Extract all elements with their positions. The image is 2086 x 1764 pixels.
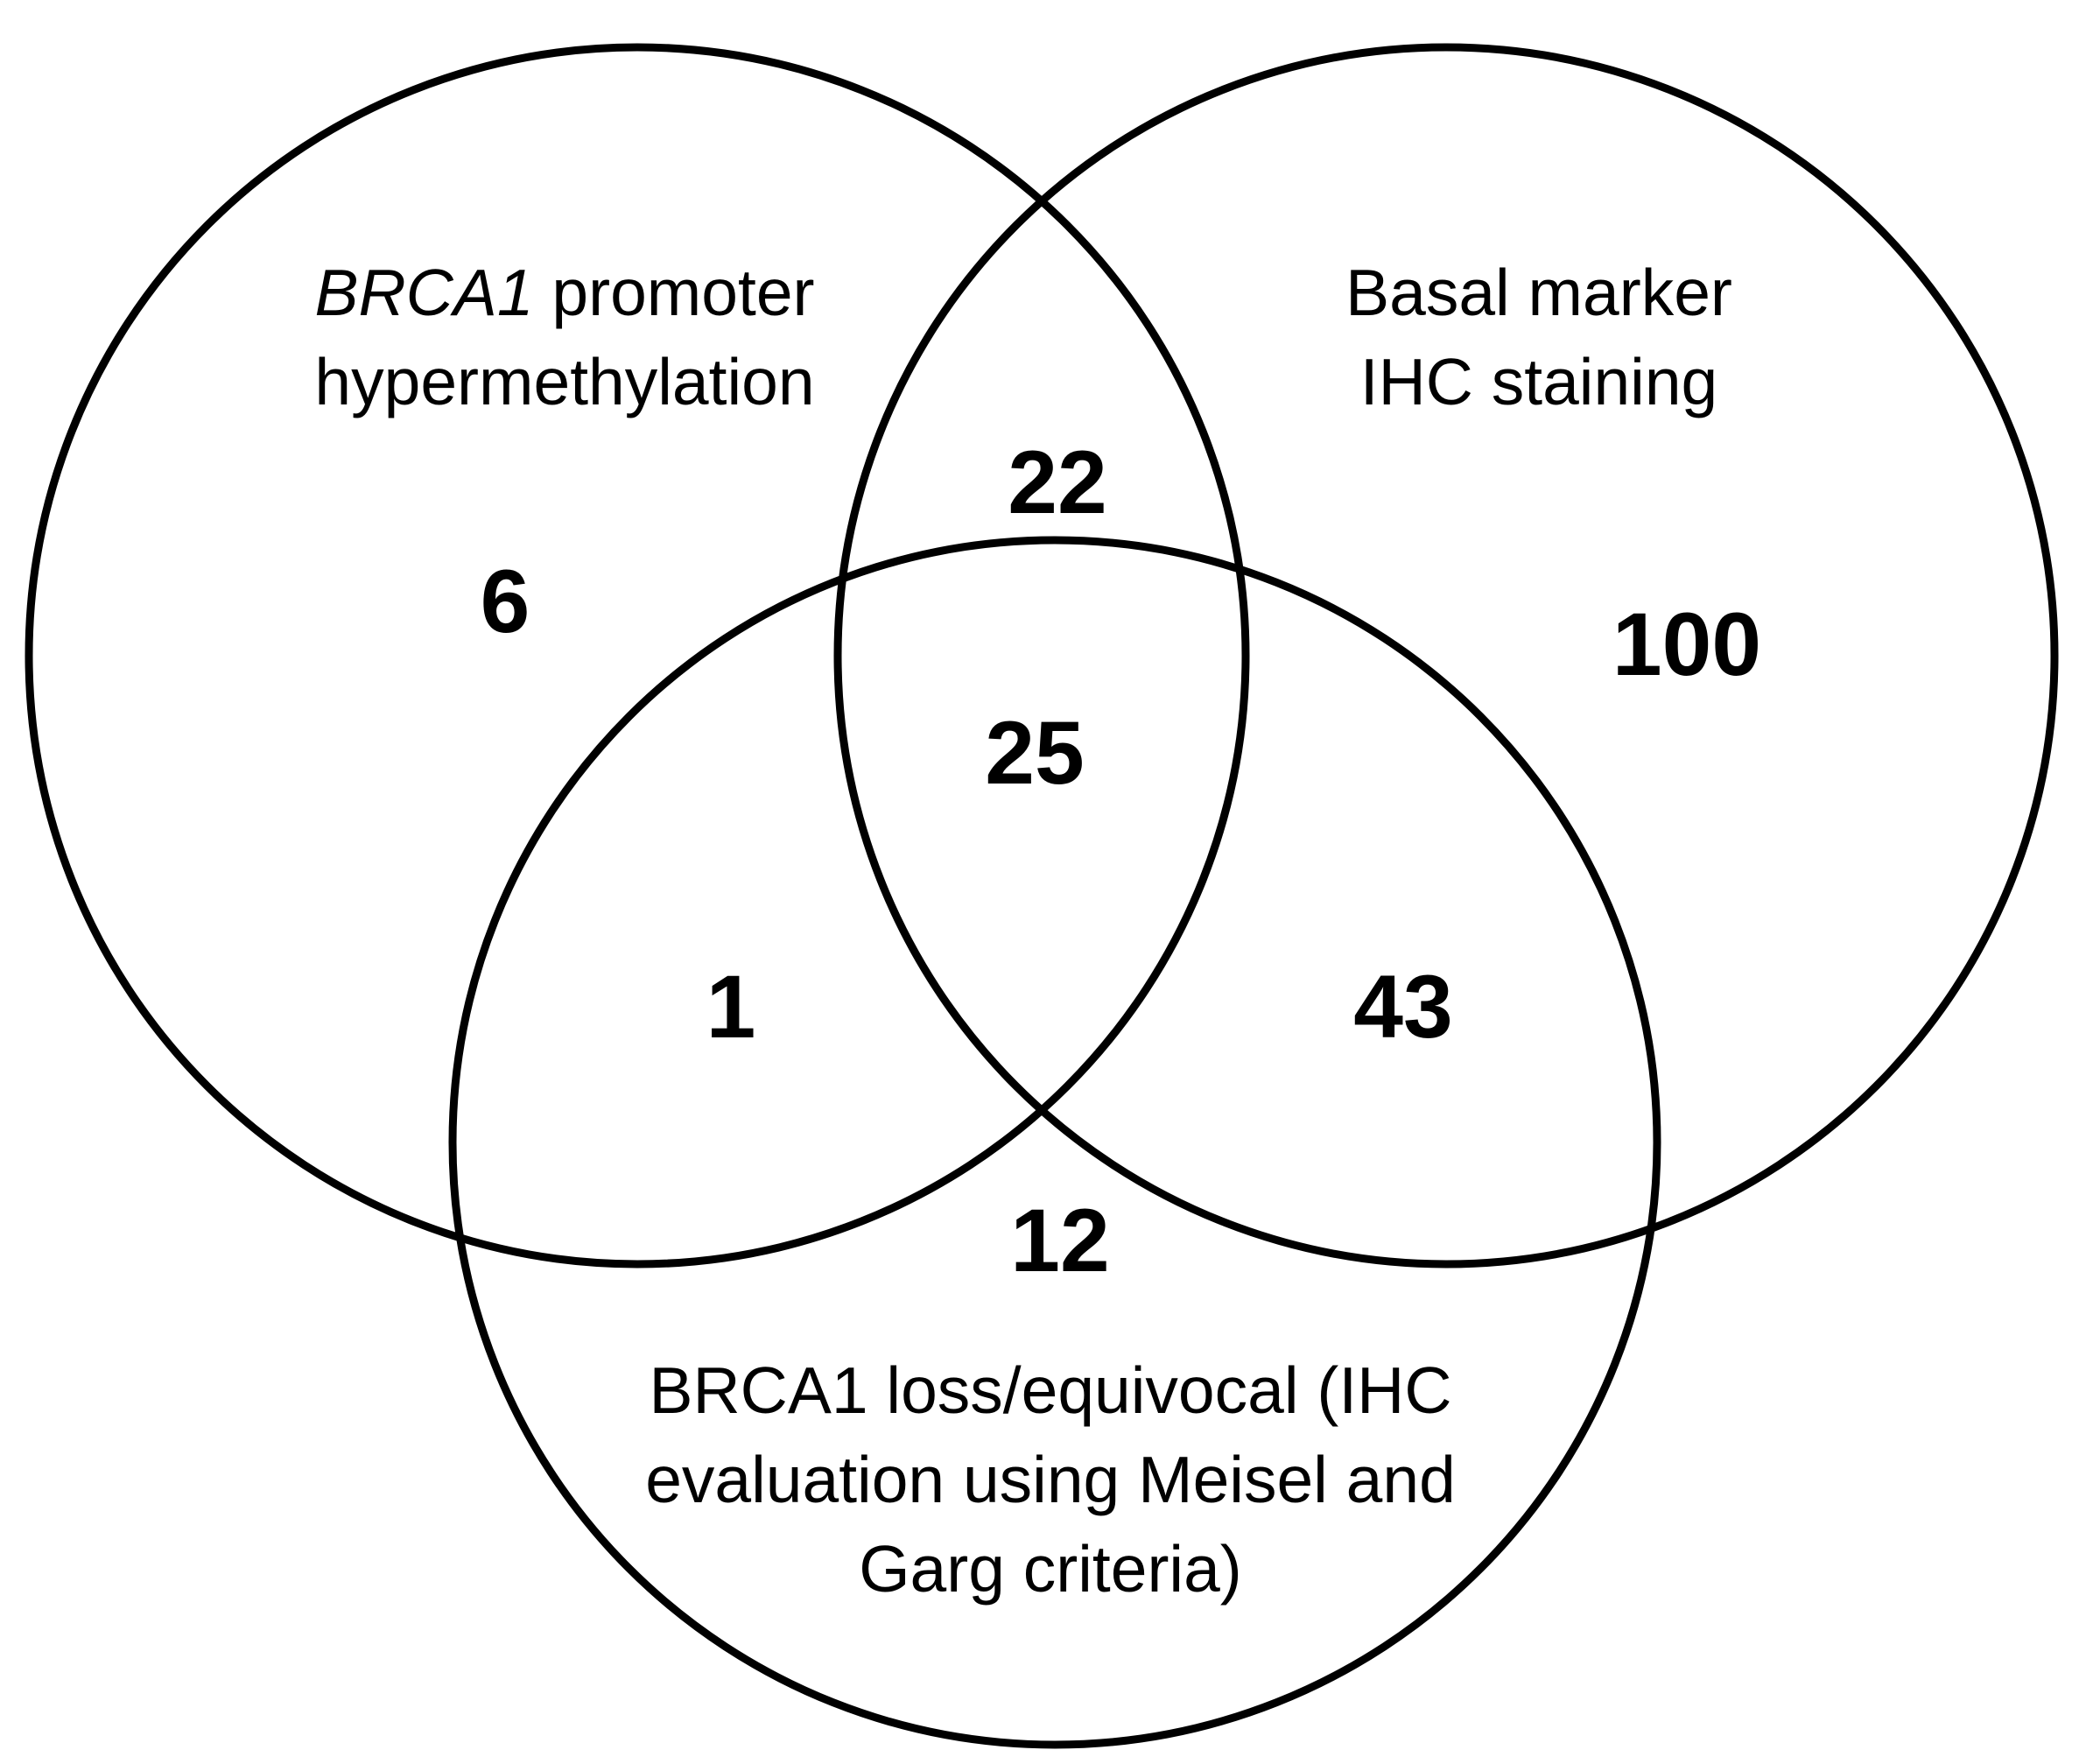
methylation-set-label: BRCA1 promoter hypermethylation — [314, 248, 814, 426]
basal-set-label-line1: Basal marker — [1345, 256, 1732, 329]
count-basal-only: 100 — [1612, 594, 1762, 694]
count-loss-only: 12 — [1010, 1191, 1110, 1290]
basal-set-label-line2: IHC staining — [1359, 345, 1718, 418]
count-methylation-only: 6 — [480, 552, 530, 651]
basal-circle — [833, 43, 2059, 1269]
methylation-circle — [25, 43, 1250, 1269]
methylation-label-rest: promoter — [533, 256, 815, 329]
loss-set-label: BRCA1 loss/equivocal (IHC evaluation usi… — [645, 1346, 1456, 1613]
basal-set-label: Basal marker IHC staining — [1345, 248, 1732, 426]
loss-set-label-line3: Garg criteria) — [859, 1532, 1242, 1606]
loss-set-label-line1: BRCA1 loss/equivocal (IHC — [649, 1353, 1452, 1427]
count-methylation-basal: 22 — [1008, 432, 1107, 532]
loss-set-label-line2: evaluation using Meisel and — [645, 1443, 1456, 1516]
count-all-three: 25 — [985, 703, 1085, 803]
loss-circle — [448, 536, 1661, 1749]
count-basal-loss: 43 — [1353, 957, 1453, 1057]
methylation-gene-name: BRCA1 — [314, 256, 534, 329]
count-methylation-loss: 1 — [706, 957, 756, 1057]
methylation-set-label-line2: hypermethylation — [314, 345, 815, 418]
methylation-set-label-line1: BRCA1 promoter — [314, 248, 814, 337]
